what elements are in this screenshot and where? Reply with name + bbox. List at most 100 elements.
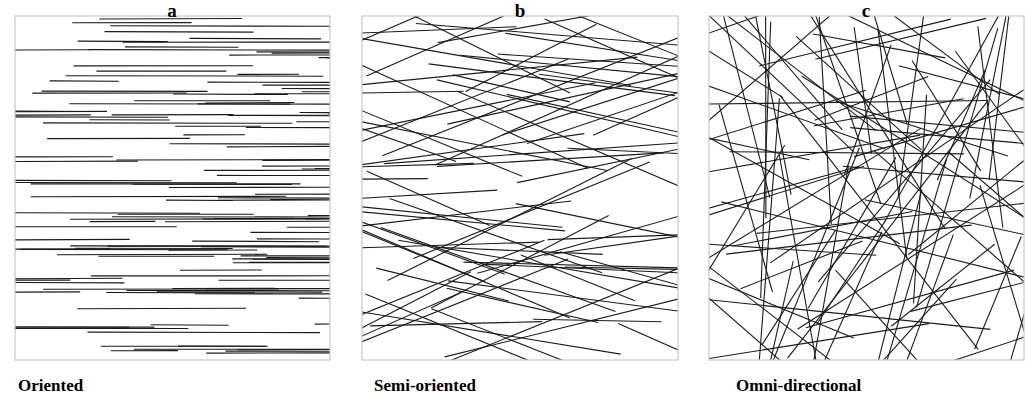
fiber xyxy=(108,246,331,247)
panel-frame xyxy=(362,16,678,360)
fiber xyxy=(381,228,616,312)
fiber xyxy=(15,239,130,241)
fiber xyxy=(975,237,1022,350)
fiber xyxy=(765,16,766,218)
fiber xyxy=(229,115,331,117)
fiber xyxy=(539,74,678,107)
fiber xyxy=(151,324,229,326)
fiber xyxy=(593,84,678,135)
fiber xyxy=(319,57,330,58)
panel-frame xyxy=(15,16,330,360)
fiber xyxy=(507,94,678,140)
fiber xyxy=(802,76,1025,241)
fiber xyxy=(819,17,831,224)
fiber xyxy=(118,214,254,215)
fiber xyxy=(362,208,565,231)
fiber xyxy=(382,34,678,155)
fiber xyxy=(15,278,122,280)
fiber xyxy=(112,114,234,115)
panel-letter: b xyxy=(515,1,526,20)
fiber xyxy=(813,34,945,58)
fiber xyxy=(448,281,678,325)
fiber xyxy=(762,230,836,345)
fiber xyxy=(362,57,637,87)
fiber xyxy=(836,270,980,360)
fiber xyxy=(362,226,485,282)
fiber xyxy=(170,143,331,145)
fiber xyxy=(15,326,129,327)
fiber xyxy=(195,293,330,294)
fiber xyxy=(416,24,678,50)
fiber xyxy=(912,307,1024,360)
fiber xyxy=(761,22,771,298)
fiber xyxy=(166,200,233,201)
fiber xyxy=(15,182,237,183)
fiber xyxy=(90,119,170,120)
fiber xyxy=(101,346,268,347)
fiber xyxy=(88,332,320,334)
fiber xyxy=(134,100,270,101)
fiber xyxy=(362,272,471,360)
oriented-fibers xyxy=(15,19,330,354)
fiber xyxy=(96,71,226,72)
fiber xyxy=(854,27,871,153)
fiber xyxy=(15,161,138,163)
fiber xyxy=(709,166,864,241)
fiber xyxy=(88,49,330,51)
fiber xyxy=(362,163,474,167)
fiber xyxy=(460,55,678,90)
fiber xyxy=(844,45,891,175)
panel-caption: Oriented xyxy=(18,377,83,394)
fiber xyxy=(250,232,330,233)
fiber xyxy=(233,262,330,263)
fiber xyxy=(516,204,678,266)
fiber xyxy=(15,49,89,50)
fiber xyxy=(116,159,330,161)
fiber xyxy=(912,61,981,171)
fiber xyxy=(709,16,783,98)
fiber xyxy=(217,175,330,176)
fiber xyxy=(77,308,246,310)
fiber xyxy=(362,201,571,235)
fiber xyxy=(808,157,896,308)
fiber xyxy=(398,240,678,289)
fiber xyxy=(255,193,330,194)
fiber xyxy=(466,24,597,91)
fiber xyxy=(15,111,107,113)
fiber xyxy=(752,148,860,360)
fiber xyxy=(287,226,330,227)
fiber xyxy=(270,198,330,200)
fiber xyxy=(362,59,568,181)
fiber xyxy=(850,128,1024,149)
fiber xyxy=(548,231,678,240)
fiber xyxy=(15,114,91,116)
fiber xyxy=(111,350,178,351)
fiber xyxy=(105,31,254,33)
fiber xyxy=(66,75,324,77)
fiber xyxy=(237,74,299,75)
fiber xyxy=(262,165,330,166)
fiber xyxy=(362,190,497,203)
fiber xyxy=(189,38,321,40)
fiber xyxy=(815,18,986,59)
fiber xyxy=(47,138,190,139)
fiber xyxy=(110,25,330,27)
fiber xyxy=(246,127,330,128)
fiber xyxy=(15,180,171,182)
fiber xyxy=(709,90,866,160)
fiber xyxy=(818,80,990,282)
fiber xyxy=(917,28,998,307)
fiber xyxy=(133,184,292,185)
fiber xyxy=(899,66,1024,126)
fiber xyxy=(123,42,330,43)
fiber xyxy=(300,112,331,114)
fiber xyxy=(42,91,208,92)
fiber xyxy=(709,128,921,261)
fiber xyxy=(15,156,113,157)
fiber xyxy=(169,249,258,250)
fiber xyxy=(413,162,650,259)
fiber xyxy=(757,261,794,360)
fiber xyxy=(204,170,330,171)
fiber xyxy=(15,248,111,250)
fiber xyxy=(178,346,265,347)
